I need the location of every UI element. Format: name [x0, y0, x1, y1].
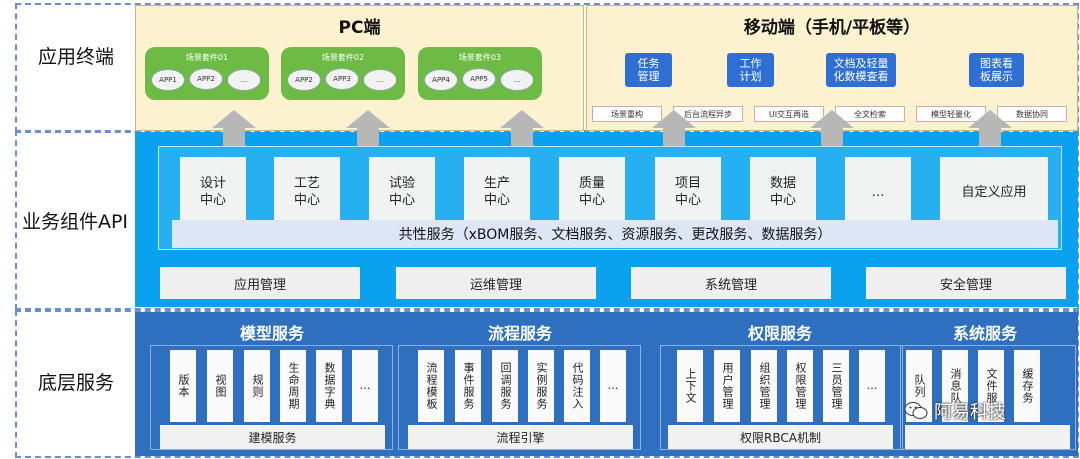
suite-title: 场景套件02 [321, 53, 365, 62]
group-title: 权限服务 [747, 324, 812, 343]
service-card: 缓存务 [1014, 350, 1040, 422]
center-card: 项目 中心 [655, 157, 721, 227]
app-bubble: APP5 [462, 68, 496, 90]
suite-card: 场景套件01 APP1 APP2 ... [145, 47, 269, 100]
center-card: 设计 中心 [180, 157, 246, 227]
service-card: 权限管理 [787, 350, 813, 422]
service-card: … [859, 350, 885, 422]
mgmt-box: 应用管理 [160, 267, 360, 299]
service-card: 用户管理 [714, 350, 740, 422]
app-bubble: APP3 [325, 68, 359, 90]
service-card: 流程模板 [418, 350, 444, 422]
api-frame [15, 130, 1079, 310]
watermark: 阿易科技 [904, 398, 1006, 424]
service-card: 文件服 [978, 350, 1004, 422]
app-bubble: APP1 [151, 69, 185, 91]
suite-title: 场景套件01 [185, 53, 229, 62]
group-panel [398, 345, 641, 450]
suite-card: 场景套件03 APP4 APP5 ... [418, 47, 542, 100]
mgmt-box: 安全管理 [866, 267, 1066, 299]
service-card: 组织管理 [751, 350, 777, 422]
group-panel [900, 345, 1076, 450]
service-card: 事件服务 [455, 350, 481, 422]
mobile-task: 文档及轻量 化数模查看 [826, 53, 896, 87]
group-bar: 建模服务 [160, 425, 385, 449]
service-card: 代码注入 [564, 350, 590, 422]
watermark-text: 阿易科技 [934, 402, 1006, 423]
app-bubble: APP2 [287, 69, 321, 91]
center-card: 生产 中心 [464, 157, 530, 227]
service-card: … [600, 350, 626, 422]
service-card: 实例服务 [528, 350, 554, 422]
service-card: 消息队 [942, 350, 968, 422]
app-bubble: ... [500, 69, 534, 91]
group-bar: 流程引擎 [408, 425, 633, 449]
app-bubble: APP4 [424, 69, 458, 91]
group-panel [660, 345, 903, 450]
row-label-api: 业务组件API [21, 210, 129, 233]
suite-card: 场景套件02 APP2 APP3 ... [281, 47, 405, 100]
app-bubble: APP2 [189, 68, 223, 90]
mgmt-box: 系统管理 [631, 267, 831, 299]
center-card: 数据 中心 [750, 157, 816, 227]
group-bar: 权限RBCA机制 [668, 425, 893, 449]
group-title: 流程服务 [487, 324, 552, 343]
center-card: 质量 中心 [559, 157, 625, 227]
service-card: … [352, 350, 378, 422]
base-frame [15, 310, 1079, 458]
mgmt-box: 运维管理 [396, 267, 596, 299]
wechat-icon [904, 402, 928, 419]
center-card: 工艺 中心 [274, 157, 340, 227]
suite-title: 场景套件03 [458, 53, 502, 62]
service-card: 上下文 [677, 350, 703, 422]
app-bubble: ... [227, 69, 261, 91]
center-card: … [845, 157, 911, 227]
group-title: 系统服务 [952, 324, 1017, 343]
center-card: 自定义应用 [940, 157, 1048, 227]
group-panel [150, 345, 393, 450]
group-bar [905, 425, 1070, 449]
mobile-task: 工作 计划 [727, 53, 774, 87]
service-card: 生命周期 [280, 350, 306, 422]
mobile-title: 移动端（手机/平板等） [743, 18, 921, 38]
service-card: 回调服务 [492, 350, 518, 422]
service-card: 三员管理 [823, 350, 849, 422]
mobile-task: 任务 管理 [625, 53, 672, 87]
service-card: 数据字典 [316, 350, 342, 422]
common-services-bar: 共性服务（xBOM服务、文档服务、资源服务、更改服务、数据服务） [172, 220, 1058, 248]
center-card: 试验 中心 [369, 157, 435, 227]
app-bubble: ... [363, 69, 397, 91]
row-label-base: 底层服务 [37, 371, 114, 394]
service-card: 版本 [170, 350, 196, 422]
service-card: 视图 [207, 350, 233, 422]
pc-title: PC端 [338, 18, 381, 38]
row-label-terminal: 应用终端 [37, 45, 114, 68]
group-title: 模型服务 [239, 324, 304, 343]
service-card: 规则 [244, 350, 270, 422]
mobile-task: 图表看 板展示 [969, 53, 1024, 87]
